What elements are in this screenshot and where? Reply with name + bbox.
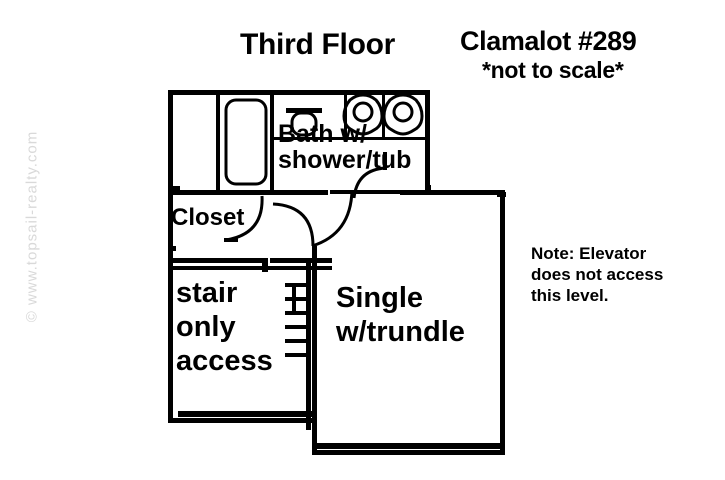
bathtub-fixture: [224, 98, 268, 186]
bedroom-label-line-1: Single: [336, 282, 424, 314]
wall-stair-top-inner: [168, 266, 332, 270]
wall-upper-top: [168, 90, 430, 95]
sink-bowl-1: [352, 101, 374, 123]
wall-stub-c: [168, 246, 176, 251]
wall-stair-right: [306, 262, 311, 430]
wall-bedroom-top: [400, 190, 505, 195]
wall-stub-d: [497, 192, 506, 197]
room-label-closet: Closet: [171, 204, 245, 231]
wall-upper-bottom-left: [168, 190, 328, 195]
elevator-note: Note: Elevator does not access this leve…: [531, 243, 711, 306]
bedroom-door-swing-arc-upper: [272, 202, 315, 247]
wall-stub-a: [168, 186, 180, 191]
stair-label-line-2: only: [176, 311, 236, 344]
wall-bedroom-bottom-inner: [316, 443, 502, 449]
stair-stringer: [292, 283, 296, 313]
elevator-note-line-3: this level.: [531, 286, 609, 305]
wall-left-exterior: [168, 190, 173, 422]
elevator-note-line-2: does not access: [531, 265, 664, 284]
bath-door-swing-arc: [352, 166, 386, 199]
toilet-bowl: [290, 111, 318, 137]
stair-label-line-1: stair: [176, 277, 238, 309]
wall-bedroom-right: [500, 190, 505, 455]
bath-door-jamb: [383, 152, 387, 170]
stair-label-line-3: access: [176, 345, 273, 378]
room-label-bathroom: Bath w/ shower/tub: [278, 120, 412, 174]
bedroom-door-swing-arc: [311, 189, 354, 248]
closet-door-leaf: [224, 238, 238, 242]
bedroom-label-line-2: w/trundle: [336, 316, 465, 349]
room-label-stairwell: stair only access: [176, 276, 273, 379]
scale-disclaimer: *not to scale*: [482, 57, 624, 83]
wall-stair-top-left: [168, 258, 263, 263]
wall-stair-top-right: [270, 258, 332, 263]
floor-title: Third Floor: [240, 28, 396, 61]
bath-label-line-1: Bath w/: [278, 120, 367, 148]
sink-basin-2: [382, 93, 424, 136]
wall-divider-a: [216, 92, 220, 192]
wall-upper-left: [168, 90, 173, 195]
stair-tread: [285, 325, 306, 329]
wall-upper-right: [425, 90, 430, 195]
wall-stair-post: [262, 258, 268, 272]
elevator-note-line-1: Note: Elevator: [531, 244, 647, 263]
bedroom-door-jamb: [349, 190, 354, 194]
bath-label-line-2: shower/tub: [278, 145, 412, 174]
wall-upper-bottom-right: [330, 190, 430, 194]
wall-vanity-front: [274, 137, 426, 140]
unit-title: Clamalot #289: [460, 26, 637, 56]
sink-basin-1: [342, 93, 384, 136]
wall-stair-bottom: [168, 418, 313, 423]
wall-bedroom-left: [312, 246, 317, 455]
toilet-tank: [286, 108, 322, 113]
wall-divider-b: [270, 92, 274, 192]
wall-stair-bottom-inner: [178, 411, 313, 417]
stair-tread: [285, 353, 306, 357]
sink-bowl-2: [392, 101, 414, 123]
wall-bedroom-bottom: [312, 450, 505, 455]
wall-stub-b: [425, 185, 431, 195]
room-label-bedroom: Single w/trundle: [336, 281, 465, 349]
stair-tread: [285, 339, 306, 343]
